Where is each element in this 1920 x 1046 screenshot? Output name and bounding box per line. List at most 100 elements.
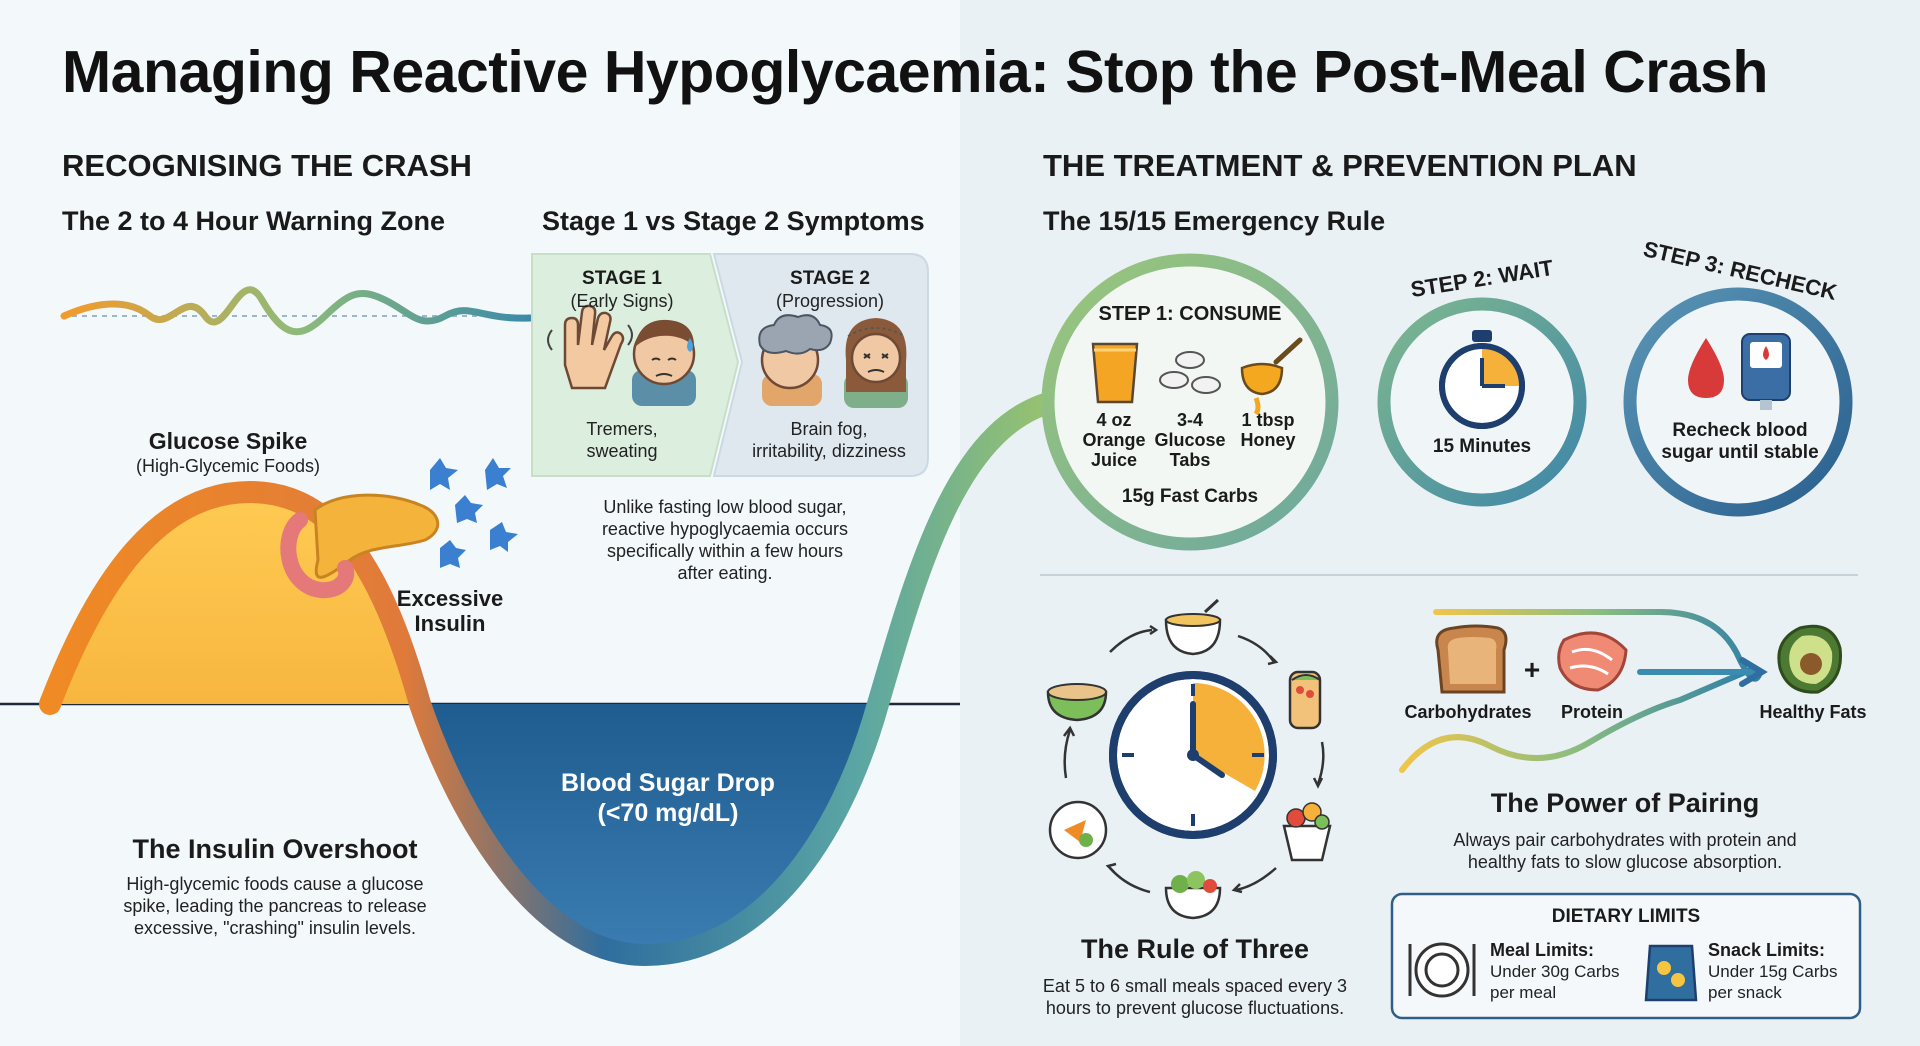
step1-item-line: 3-4 [1176, 410, 1203, 430]
step1-footer: 15g Fast Carbs [1121, 486, 1259, 507]
protein-label: Protein [1560, 702, 1623, 722]
pairing-title: The Power of Pairing [1490, 788, 1760, 818]
step2-label: 15 Minutes [1432, 436, 1532, 457]
excessive-insulin-label: Excessive Insulin [380, 586, 520, 636]
glucose-spike-sub: (High-Glycemic Foods) [135, 456, 321, 476]
plus-sign: + [1523, 654, 1541, 685]
glucose-tabs-icon [1159, 351, 1221, 394]
fasting-note: Unlike fasting low blood sugar, reactive… [560, 496, 890, 584]
step1-ring [1041, 253, 1339, 551]
stage1-header: STAGE 1 (Early Signs) [532, 268, 712, 312]
cycle-arrows [1063, 624, 1325, 894]
excessive-insulin-line: Excessive [396, 586, 504, 611]
tremor-hand-icon [547, 304, 633, 390]
rule-of-three-title: The Rule of Three [1080, 934, 1310, 964]
step1-item-honey: 1 tbsp Honey [1228, 410, 1308, 450]
plate-cutlery-icon [1408, 942, 1476, 998]
blood-sugar-drop-label: Blood Sugar Drop (<70 mg/dL) [528, 768, 808, 828]
meal-clock-icon [1109, 671, 1277, 839]
fasting-note-line: specifically within a few hours [606, 541, 844, 561]
rule-of-three-line: Eat 5 to 6 small meals spaced every 3 [1042, 976, 1348, 996]
step1-item-line: 1 tbsp [1241, 410, 1295, 430]
step3-ring [1623, 287, 1853, 517]
snack-limits-title: Snack Limits: [1708, 940, 1826, 960]
stage1-sub: (Early Signs) [570, 291, 674, 311]
stage1-desc-line: Tremers, [586, 419, 658, 439]
soup-bowl-icon [1164, 598, 1222, 656]
stage2-desc-line: irritability, dizziness [752, 441, 906, 461]
meal-limits-title: Meal Limits: [1490, 940, 1595, 960]
pairing-block: The Power of Pairing Always pair carbohy… [1420, 788, 1830, 873]
step3-label-line: sugar until stable [1661, 442, 1819, 463]
step1-item-line: Tabs [1169, 450, 1211, 470]
fruit-cup-icon [1282, 802, 1332, 862]
snack-limits-line: Under 15g Carbs [1708, 962, 1838, 981]
symptoms-title: Stage 1 vs Stage 2 Symptoms [542, 206, 925, 236]
fasting-note-line: reactive hypoglycaemia occurs [601, 519, 849, 539]
step1-title: STEP 1: CONSUME [1098, 303, 1282, 325]
warning-zone-wave [60, 286, 534, 336]
excessive-insulin-line: Insulin [414, 611, 486, 636]
healthy-fats-label: Healthy Fats [1759, 702, 1867, 722]
step3-label-line: Recheck blood [1672, 420, 1808, 441]
stage1-title: STAGE 1 [582, 268, 662, 289]
step1-item-line: 4 oz [1096, 410, 1132, 430]
orange-juice-icon [1091, 342, 1139, 404]
step1-item-line: Orange [1082, 430, 1146, 450]
step1-item-line: Juice [1090, 450, 1138, 470]
pairing-line: Always pair carbohydrates with protein a… [1453, 830, 1797, 850]
stage2-desc: Brain fog, irritability, dizziness [734, 418, 924, 462]
stage2-desc-line: Brain fog, [790, 419, 868, 439]
blood-sugar-drop-line: Blood Sugar Drop [561, 769, 775, 797]
pairing-line: healthy fats to slow glucose absorption. [1467, 852, 1783, 872]
fasting-note-line: Unlike fasting low blood sugar, [603, 497, 847, 517]
avocado-icon [1777, 624, 1843, 694]
stage2-header: STAGE 2 (Progression) [740, 268, 920, 312]
glucose-spike-label: Glucose Spike (High-Glycemic Foods) [118, 428, 338, 477]
glucose-meter-icon [1741, 333, 1791, 410]
step1-item-line: Honey [1240, 430, 1296, 450]
left-section-heading: RECOGNISING THE CRASH [62, 148, 472, 183]
rule-of-three-line: hours to prevent glucose fluctuations. [1045, 998, 1345, 1018]
insulin-overshoot-title: The Insulin Overshoot [132, 834, 418, 864]
emergency-rule-title: The 15/15 Emergency Rule [1043, 206, 1386, 236]
honey-dipper-icon [1240, 337, 1303, 416]
stage2-sub: (Progression) [775, 291, 885, 311]
meal-limits-line: per meal [1490, 983, 1557, 1002]
insulin-overshoot-line: excessive, "crashing" insulin levels. [134, 918, 416, 938]
dizzy-face-icon [844, 318, 908, 408]
stage1-desc: Tremers, sweating [532, 418, 712, 462]
insulin-overshoot-line: High-glycemic foods cause a glucose [126, 874, 424, 894]
salad-bowl-icon [1164, 871, 1222, 920]
glucose-curve [39, 389, 1071, 967]
rule-of-three-block: The Rule of Three Eat 5 to 6 small meals… [1030, 934, 1360, 1019]
stage1-desc-line: sweating [586, 441, 658, 461]
main-title: Managing Reactive Hypoglycaemia: Stop th… [62, 39, 1768, 105]
meal-limits: Meal Limits: Under 30g Carbs per meal [1490, 940, 1630, 1003]
pairing-flow [1399, 609, 1768, 773]
dietary-limits-box [1390, 892, 1862, 1020]
blood-drop-icon [1688, 338, 1724, 398]
pancreas-icon [280, 493, 439, 599]
blood-sugar-drop-line: (<70 mg/dL) [597, 799, 739, 827]
sweating-face-icon [632, 319, 696, 406]
insulin-overshoot-line: spike, leading the pancreas to release [123, 896, 427, 916]
dietary-limits-title: DIETARY LIMITS [1551, 906, 1701, 927]
bread-icon [1435, 624, 1508, 694]
insulin-particles-icon [430, 458, 518, 568]
right-section-heading: THE TREATMENT & PREVENTION PLAN [1043, 148, 1637, 183]
glucose-spike-title: Glucose Spike [148, 428, 308, 454]
carbohydrates-label: Carbohydrates [1404, 702, 1532, 722]
fasting-note-line: after eating. [677, 563, 773, 583]
step1-item-tabs: 3-4 Glucose Tabs [1150, 410, 1230, 470]
step1-item-line: Glucose [1154, 430, 1226, 450]
brain-fog-icon [758, 314, 833, 406]
meal-limits-line: Under 30g Carbs [1490, 962, 1620, 981]
stopwatch-icon [1439, 330, 1525, 429]
warning-zone-title: The 2 to 4 Hour Warning Zone [62, 206, 445, 236]
wrap-icon [1288, 670, 1322, 730]
grain-bowl-icon [1046, 683, 1108, 722]
step1-item-juice: 4 oz Orange Juice [1074, 410, 1154, 470]
